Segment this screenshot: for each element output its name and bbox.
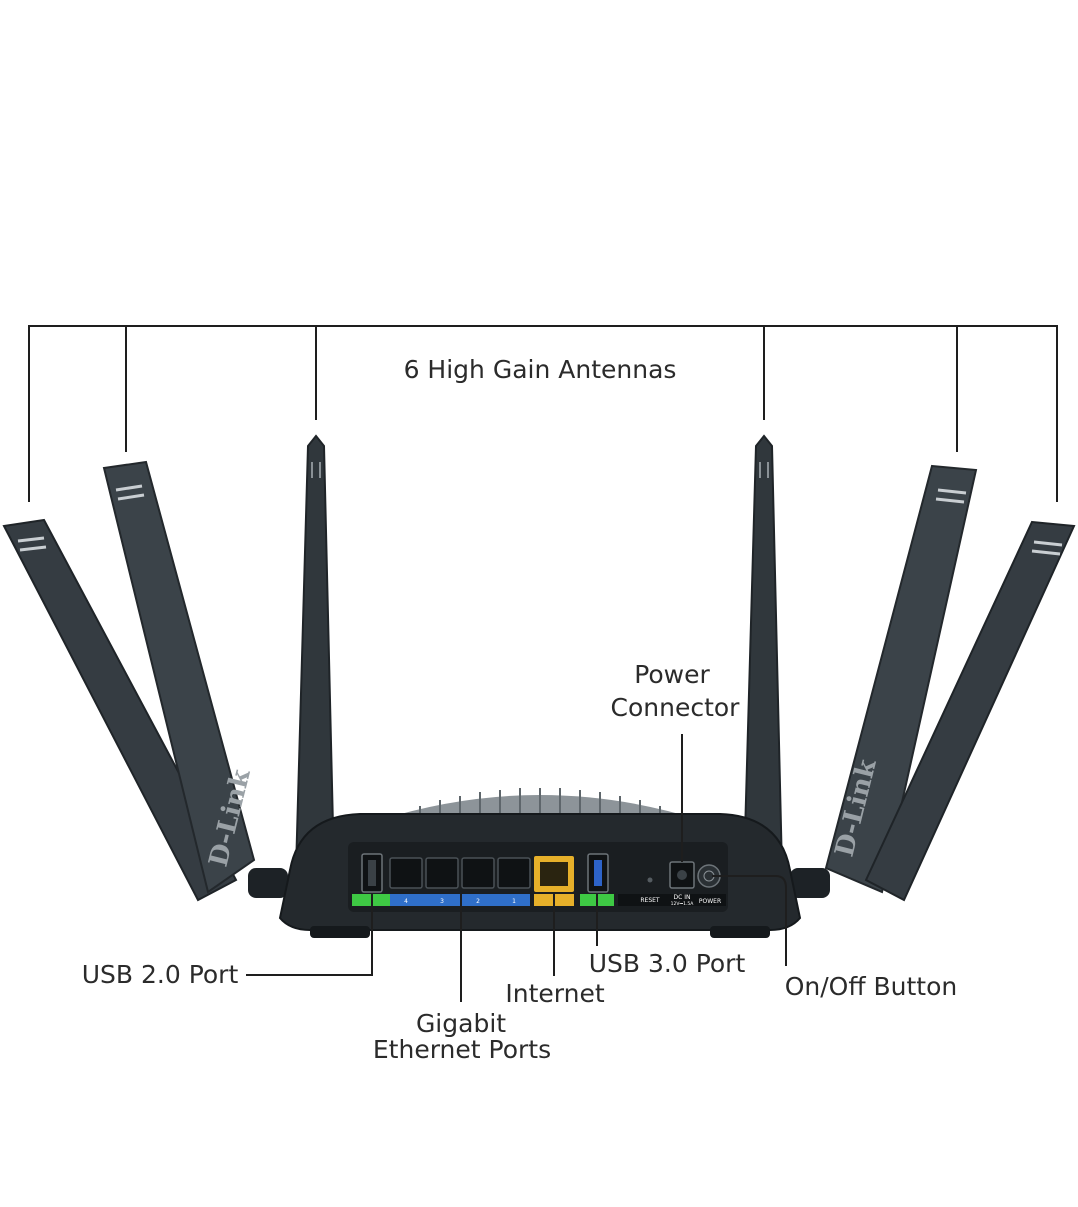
internet-port: [534, 856, 574, 906]
onoff-label: On/Off Button: [785, 972, 958, 1001]
antenna-center-right: [742, 434, 784, 871]
port-number-4: 4: [404, 898, 408, 905]
antennas: D-Link D-Link: [2, 434, 1076, 902]
leader-lines: [246, 734, 787, 1002]
port-number-2: 2: [476, 898, 480, 905]
reset-pinhole: [647, 877, 653, 883]
antennas-label: 6 High Gain Antennas: [404, 355, 677, 384]
power-connector-label-line2: Connector: [611, 693, 741, 722]
port-number-1: 1: [512, 898, 516, 905]
antenna-inner-left: D-Link: [102, 460, 257, 894]
dc-rating-marking: 12V⎓1.5A: [671, 901, 695, 907]
port-number-3: 3: [440, 898, 444, 905]
internet-label: Internet: [505, 979, 604, 1008]
antenna-center-left: [294, 434, 336, 871]
antenna-far-right: [864, 520, 1076, 902]
power-marking: POWER: [699, 898, 721, 905]
rear-controls: RESET DC IN 12V⎓1.5A POWER: [618, 861, 726, 907]
gigabit-label-line2: Ethernet Ports: [373, 1035, 551, 1064]
antenna-bracket: [28, 325, 1058, 502]
usb3-label: USB 3.0 Port: [589, 949, 746, 978]
dc-in-marking: DC IN: [674, 894, 691, 901]
gigabit-label-line1: Gigabit: [416, 1009, 506, 1038]
reset-marking: RESET: [640, 897, 660, 904]
power-connector-label-line1: Power: [634, 660, 710, 689]
usb2-label: USB 2.0 Port: [82, 960, 239, 989]
antenna-far-left: [2, 518, 238, 902]
